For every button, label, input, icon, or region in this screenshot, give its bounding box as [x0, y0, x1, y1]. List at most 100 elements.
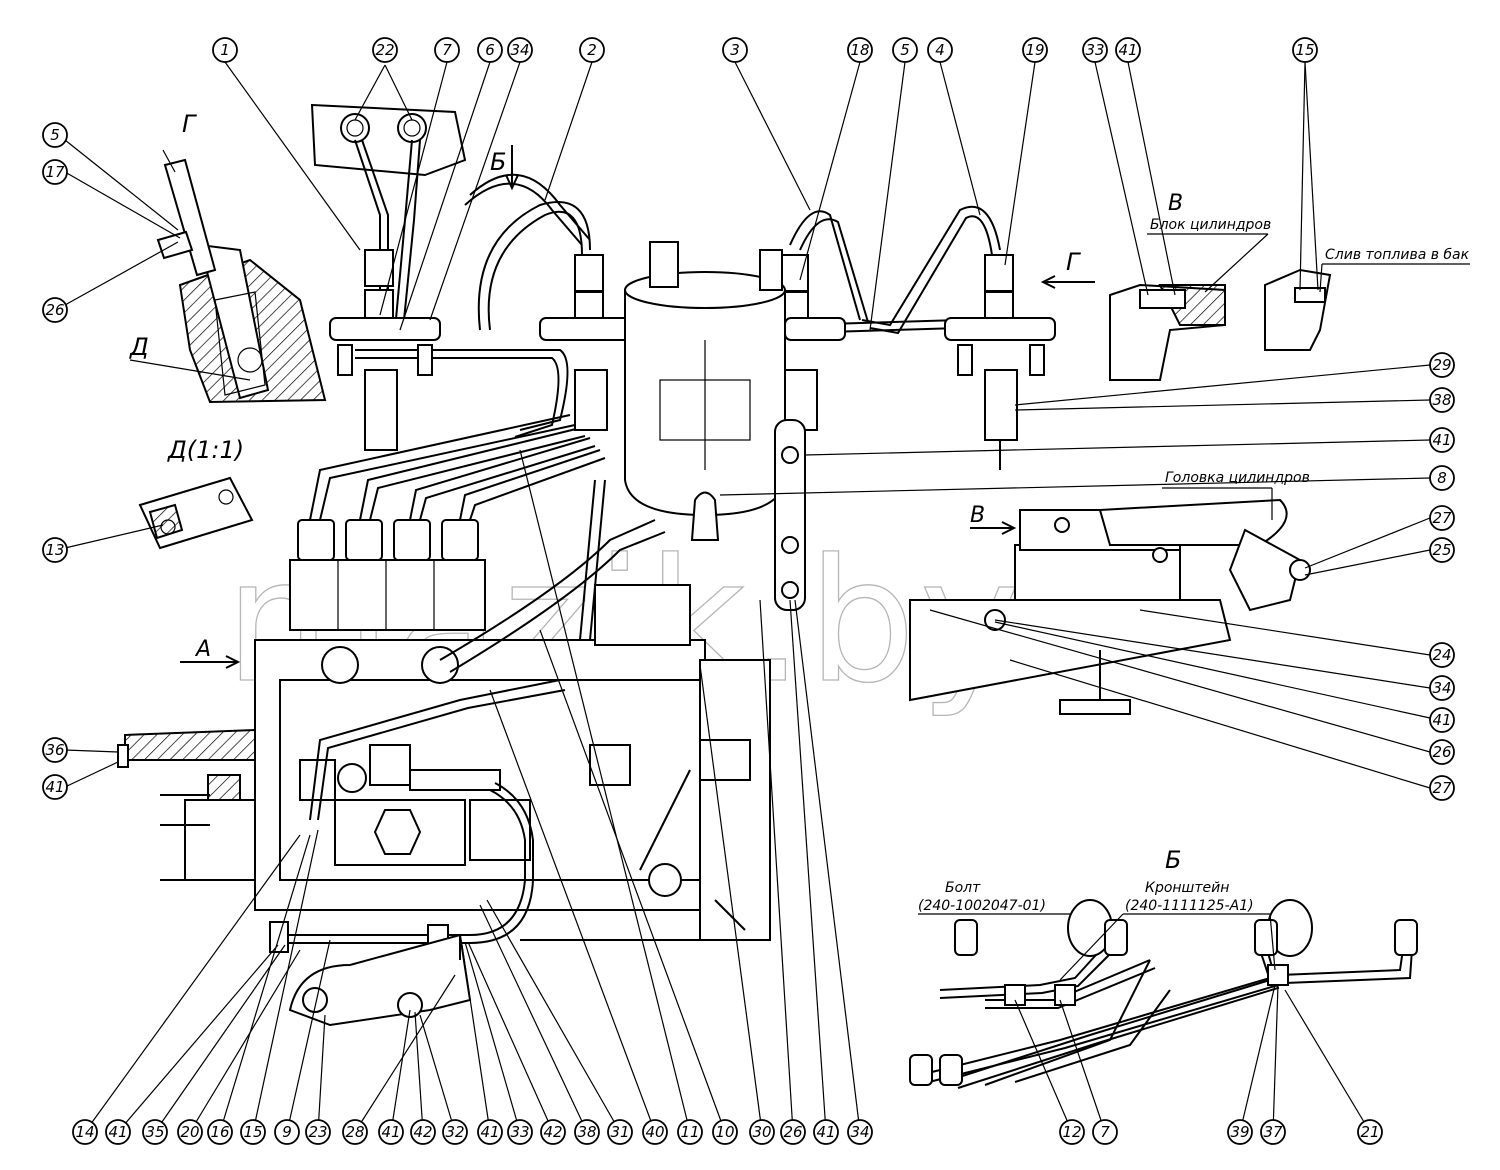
callout: 24 — [1429, 642, 1455, 668]
svg-text:6: 6 — [485, 41, 495, 59]
callout: 1 — [212, 37, 238, 63]
svg-text:15: 15 — [1295, 41, 1314, 59]
callout: 26 — [42, 297, 68, 323]
note-cylinder-block: Блок цилиндров — [1150, 217, 1271, 233]
callout: 37 — [1260, 1119, 1286, 1145]
svg-text:41: 41 — [381, 1123, 400, 1141]
callout: 22 — [372, 37, 398, 63]
svg-text:41: 41 — [480, 1123, 499, 1141]
callout: 16 — [207, 1119, 233, 1145]
callout: 11 — [677, 1119, 703, 1145]
callout: 8 — [1429, 465, 1455, 491]
svg-text:41: 41 — [1432, 711, 1451, 729]
callout: 27 — [1429, 775, 1455, 801]
callout: 41 — [105, 1119, 131, 1145]
callout: 18 — [847, 37, 873, 63]
svg-text:23: 23 — [308, 1123, 327, 1141]
svg-text:11: 11 — [680, 1123, 699, 1141]
callout: 17 — [42, 159, 68, 185]
callout: 41 — [1115, 37, 1141, 63]
callout: 41 — [378, 1119, 404, 1145]
callout: 26 — [780, 1119, 806, 1145]
label-b-arrow: Б — [490, 148, 506, 176]
callout: 4 — [927, 37, 953, 63]
svg-text:24: 24 — [1432, 646, 1451, 664]
svg-text:27: 27 — [1432, 779, 1452, 797]
callout: 39 — [1227, 1119, 1253, 1145]
svg-text:1: 1 — [220, 41, 230, 59]
svg-text:4: 4 — [935, 41, 945, 59]
svg-text:42: 42 — [543, 1123, 562, 1141]
label-b-view: Б — [1165, 846, 1181, 874]
svg-text:19: 19 — [1025, 41, 1044, 59]
callout: 6 — [477, 37, 503, 63]
callout: 5 — [892, 37, 918, 63]
notes: Блок цилиндров Слив топлива в бак Головк… — [918, 217, 1470, 981]
label-g-top: Г — [182, 110, 197, 138]
svg-text:42: 42 — [413, 1123, 432, 1141]
svg-text:41: 41 — [1432, 431, 1451, 449]
svg-text:34: 34 — [1432, 679, 1451, 697]
svg-text:5: 5 — [50, 126, 60, 144]
svg-text:28: 28 — [345, 1123, 364, 1141]
callout: 19 — [1022, 37, 1048, 63]
callout: 27 — [1429, 505, 1455, 531]
callout: 29 — [1429, 352, 1455, 378]
svg-text:22: 22 — [375, 41, 394, 59]
svg-text:21: 21 — [1360, 1123, 1379, 1141]
callout: 34 — [847, 1119, 873, 1145]
callout: 40 — [642, 1119, 668, 1145]
svg-text:33: 33 — [510, 1123, 529, 1141]
callout: 5 — [42, 122, 68, 148]
svg-text:7: 7 — [1100, 1123, 1110, 1141]
callout: 15 — [1292, 37, 1318, 63]
view-markers: Г Д Д(1:1) Б Г В В А Б — [129, 110, 1183, 874]
callout: 9 — [274, 1119, 300, 1145]
svg-text:30: 30 — [752, 1123, 771, 1141]
svg-text:26: 26 — [783, 1123, 802, 1141]
callout: 34 — [1429, 675, 1455, 701]
svg-text:14: 14 — [75, 1123, 94, 1141]
svg-text:18: 18 — [850, 41, 869, 59]
svg-text:26: 26 — [45, 301, 64, 319]
callout: 41 — [1429, 707, 1455, 733]
fuel-filter — [624, 241, 806, 611]
svg-text:35: 35 — [145, 1123, 164, 1141]
svg-text:17: 17 — [45, 163, 65, 181]
svg-text:38: 38 — [1432, 391, 1451, 409]
callout: 7 — [1092, 1119, 1118, 1145]
view-b — [909, 899, 1418, 1089]
callout: 38 — [1429, 387, 1455, 413]
callout: 38 — [574, 1119, 600, 1145]
callout: 12 — [1059, 1119, 1085, 1145]
svg-text:7: 7 — [442, 41, 452, 59]
svg-text:29: 29 — [1432, 356, 1451, 374]
svg-text:36: 36 — [45, 741, 64, 759]
callout-balloons: 1 22 7 6 34 2 3 18 5 4 19 33 41 15 5 17 … — [42, 37, 1455, 1145]
callout: 41 — [477, 1119, 503, 1145]
svg-text:2: 2 — [587, 41, 597, 59]
svg-text:31: 31 — [610, 1123, 629, 1141]
callout: 41 — [1429, 427, 1455, 453]
callout: 31 — [607, 1119, 633, 1145]
svg-text:13: 13 — [45, 541, 64, 559]
svg-text:34: 34 — [510, 41, 529, 59]
callout: 28 — [342, 1119, 368, 1145]
svg-text:38: 38 — [577, 1123, 596, 1141]
callout: 7 — [434, 37, 460, 63]
svg-text:34: 34 — [850, 1123, 869, 1141]
callout: 32 — [442, 1119, 468, 1145]
svg-text:40: 40 — [645, 1123, 664, 1141]
callout: 10 — [712, 1119, 738, 1145]
view-g-injector — [156, 149, 327, 404]
callout: 42 — [540, 1119, 566, 1145]
svg-text:41: 41 — [108, 1123, 127, 1141]
callout: 41 — [813, 1119, 839, 1145]
svg-text:41: 41 — [45, 778, 64, 796]
label-a-arrow: А — [194, 637, 211, 662]
svg-text:12: 12 — [1062, 1123, 1081, 1141]
svg-text:27: 27 — [1432, 509, 1452, 527]
callout: 14 — [72, 1119, 98, 1145]
injector-fittings — [329, 249, 1056, 470]
